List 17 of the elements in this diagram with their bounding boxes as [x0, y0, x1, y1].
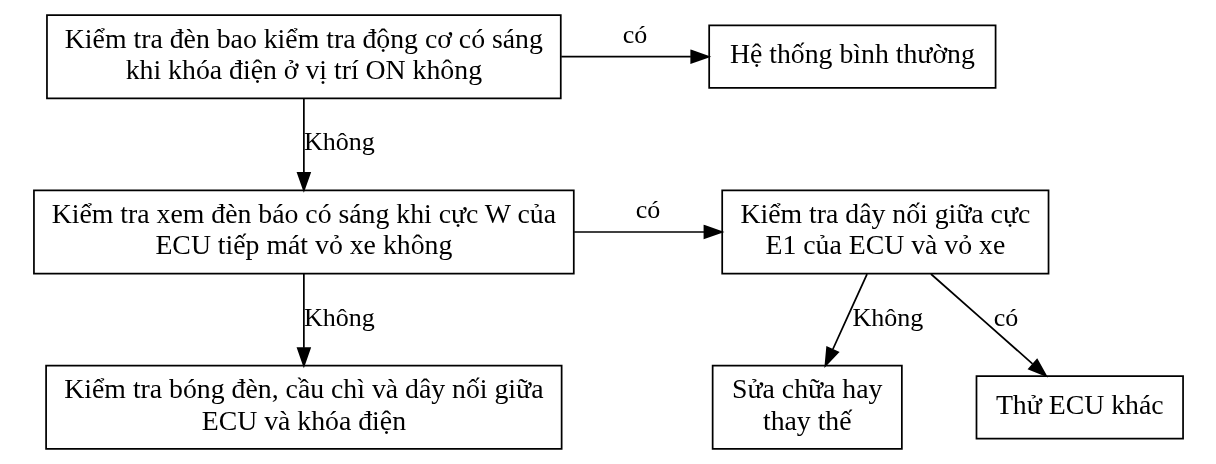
- arrow: [929, 273, 1048, 378]
- arrow: [296, 97, 311, 193]
- node-box: Kiểm tra dây nối giữa cực E1 của ECU và vỏ xe: [720, 189, 1049, 275]
- node-box: Hệ thống bình thường: [707, 24, 996, 89]
- node-box: Kiểm tra xem đèn báo có sáng khi cực W của ECU tiếp mát vỏ xe không: [32, 189, 575, 275]
- edge-label: có: [993, 302, 1018, 332]
- node-box: Kiểm tra bóng đèn, cầu chì và dây nối giữa ECU và khóa điện: [44, 364, 562, 450]
- edge-label: có: [635, 195, 660, 225]
- edge-label: Không: [852, 302, 923, 332]
- node-box: Kiểm tra đèn bao kiểm tra động cơ có sáng khi khóa điện ở vị trí ON không: [45, 14, 562, 100]
- arrow: [296, 273, 311, 369]
- arrow: [823, 273, 868, 368]
- arrow: [559, 49, 711, 64]
- edge-label: có: [622, 19, 647, 49]
- node-box: Sửa chữa hay thay thế: [711, 364, 903, 450]
- node-box: Thử ECU khác: [975, 375, 1184, 440]
- arrow: [572, 224, 724, 240]
